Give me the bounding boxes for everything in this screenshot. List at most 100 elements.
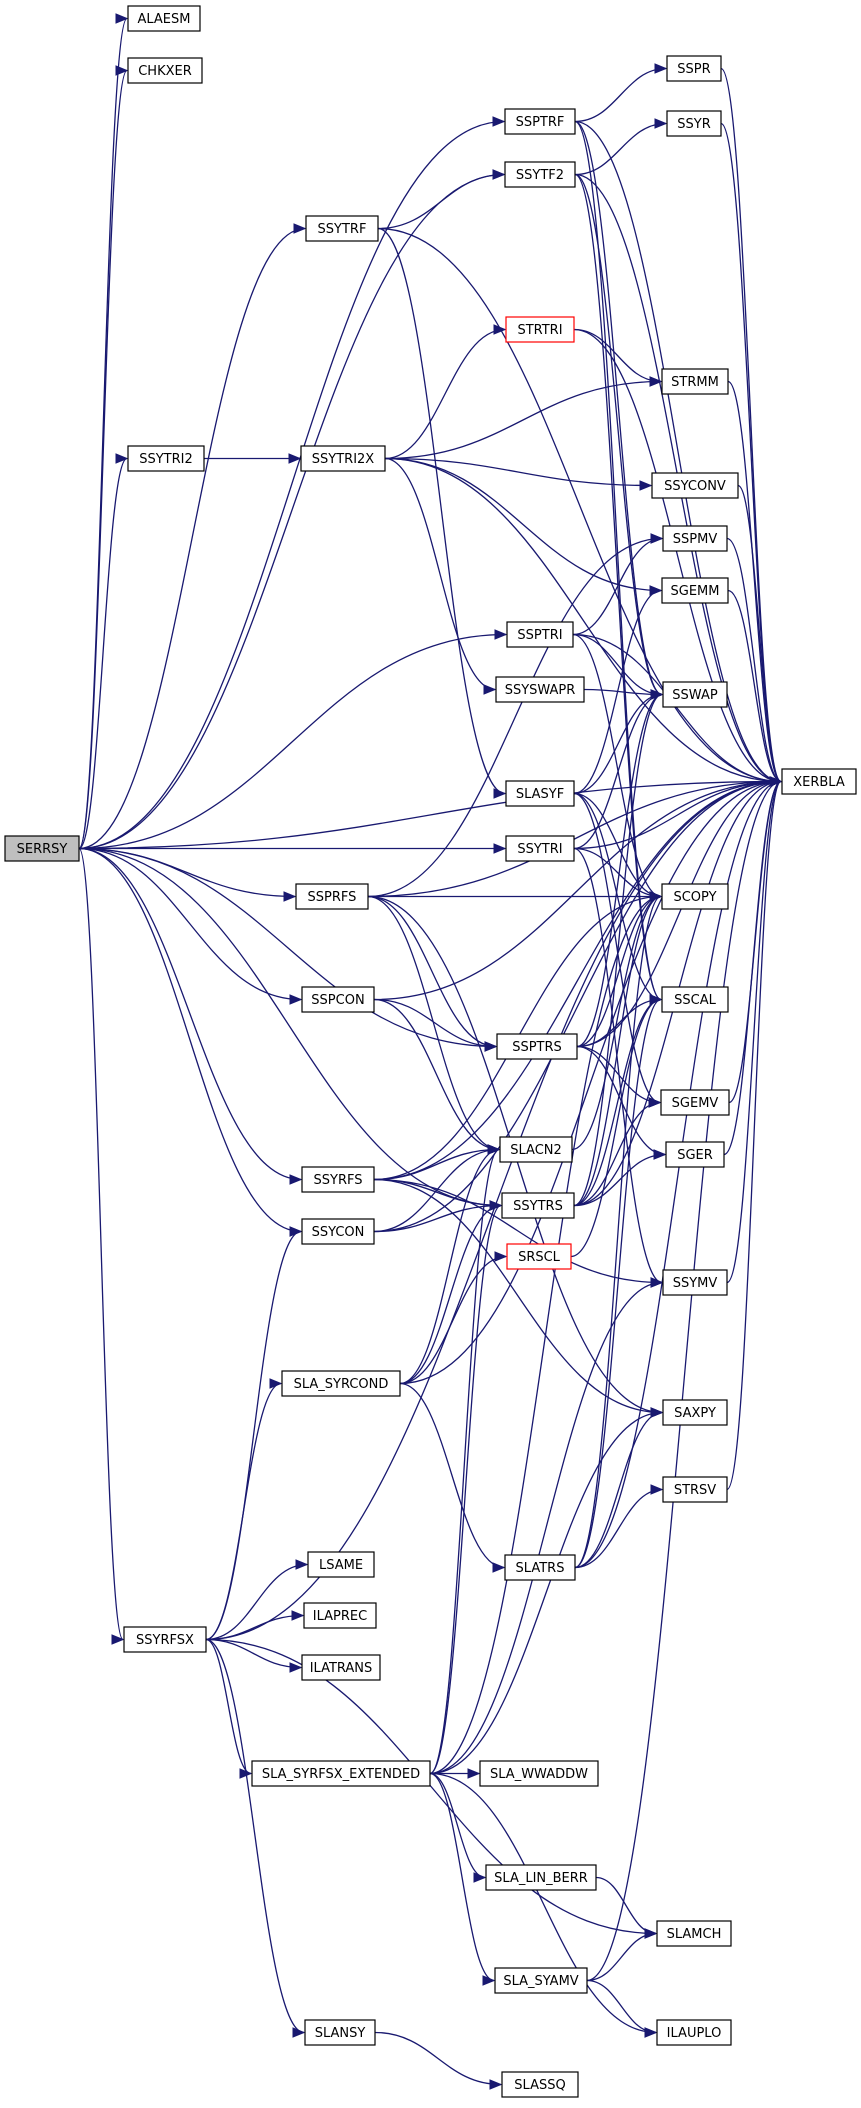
arrowhead-icon — [650, 1484, 664, 1495]
edge-sla-syrfsx-extended-to-sla-lin-berr — [429, 1772, 487, 1883]
node-label: CHKXER — [138, 64, 192, 79]
node-srscl[interactable]: SRSCL — [506, 1243, 572, 1270]
node-slasyf[interactable]: SLASYF — [505, 780, 575, 807]
node-scopy[interactable]: SCOPY — [661, 883, 729, 910]
node-label: SSYMV — [673, 1276, 718, 1291]
node-ilaprec[interactable]: ILAPREC — [303, 1602, 377, 1629]
node-ssptri[interactable]: SSPTRI — [506, 621, 574, 648]
arrowhead-icon — [493, 788, 507, 799]
node-slassq[interactable]: SLASSQ — [501, 2071, 579, 2098]
node-box — [656, 1920, 732, 1947]
node-label: SSYTRI — [517, 842, 562, 857]
node-box — [651, 472, 739, 499]
node-label: SSYRFS — [314, 1173, 363, 1188]
node-ssytrs[interactable]: SSYTRS — [501, 1192, 575, 1219]
node-sla-wwaddw[interactable]: SLA_WWADDW — [479, 1760, 599, 1787]
edge-serrsy-to-ssytrs — [78, 847, 503, 1211]
edge-serrsy-to-ssyrfsx — [78, 847, 125, 1645]
node-sgemv[interactable]: SGEMV — [660, 1089, 730, 1116]
node-xerbla[interactable]: XERBLA — [781, 768, 857, 795]
node-box — [662, 1476, 728, 1503]
node-box — [666, 55, 722, 82]
node-box — [295, 883, 369, 910]
node-slansy[interactable]: SLANSY — [304, 2019, 376, 2046]
node-ssyrfsx[interactable]: SSYRFSX — [123, 1626, 207, 1653]
arrowhead-icon — [493, 843, 507, 854]
node-ssyswapr[interactable]: SSYSWAPR — [495, 676, 585, 703]
edge-sla-syrfsx-extended-to-sla-syamv — [429, 1772, 496, 1986]
node-strsv[interactable]: STRSV — [662, 1476, 728, 1503]
edges-layer — [78, 13, 783, 2090]
node-slamch[interactable]: SLAMCH — [656, 1920, 732, 1947]
node-ssptrf[interactable]: SSPTRF — [504, 108, 576, 135]
node-box — [662, 1399, 728, 1426]
node-ilauplo[interactable]: ILAUPLO — [656, 2019, 732, 2046]
node-sscal[interactable]: SSCAL — [661, 986, 729, 1013]
node-box — [496, 1033, 578, 1060]
arrowhead-icon — [292, 2027, 306, 2038]
node-strmm[interactable]: STRMM — [661, 368, 729, 395]
node-ssyr[interactable]: SSYR — [666, 110, 722, 137]
arrowhead-icon — [769, 776, 783, 787]
node-ssycon[interactable]: SSYCON — [301, 1218, 375, 1245]
node-label: SSYRFSX — [136, 1633, 194, 1648]
arrowhead-icon — [269, 1378, 283, 1389]
node-label: SSPTRS — [512, 1040, 562, 1055]
node-serrsy[interactable]: SERRSY — [4, 835, 80, 862]
edge-slatrs-to-strsv — [574, 1484, 664, 1569]
node-slacn2[interactable]: SLACN2 — [499, 1136, 573, 1163]
node-box — [303, 1602, 377, 1629]
node-ssyrfs[interactable]: SSYRFS — [301, 1166, 375, 1193]
edge-serrsy-to-ssytri2 — [78, 453, 129, 850]
node-sgemm[interactable]: SGEMM — [661, 577, 729, 604]
node-sspcon[interactable]: SSPCON — [301, 986, 375, 1013]
node-box — [307, 1551, 375, 1578]
node-ssytri2x[interactable]: SSYTRI2X — [300, 445, 386, 472]
edge-sla-syrcond-to-slatrs — [399, 1382, 506, 1573]
edge-ssptri-to-scopy — [572, 633, 663, 902]
node-box — [301, 1218, 375, 1245]
node-sla-syamv[interactable]: SLA_SYAMV — [494, 1967, 588, 1994]
node-label: SLA_LIN_BERR — [494, 1871, 588, 1886]
node-ssyconv[interactable]: SSYCONV — [651, 472, 739, 499]
node-label: SLASSQ — [514, 2078, 565, 2093]
node-box — [656, 2019, 732, 2046]
node-ssymv[interactable]: SSYMV — [662, 1269, 728, 1296]
node-sger[interactable]: SGER — [665, 1141, 725, 1168]
node-ssytrf[interactable]: SSYTRF — [305, 215, 379, 242]
node-sla-syrfsx-extended[interactable]: SLA_SYRFSX_EXTENDED — [251, 1760, 431, 1787]
node-sla-syrcond[interactable]: SLA_SYRCOND — [281, 1370, 401, 1397]
node-ssprfs[interactable]: SSPRFS — [295, 883, 369, 910]
node-sspmv[interactable]: SSPMV — [662, 525, 728, 552]
node-label: SSPRFS — [308, 890, 357, 905]
node-box — [501, 2071, 579, 2098]
node-label: SLASYF — [516, 787, 564, 802]
node-sswap[interactable]: SSWAP — [662, 681, 728, 708]
arrowhead-icon — [467, 1768, 481, 1779]
node-strtri[interactable]: STRTRI — [505, 316, 575, 343]
node-label: SSYTRI2 — [139, 452, 193, 467]
node-label: SSWAP — [672, 688, 718, 703]
edge-ssytrf-to-ssytf2 — [377, 169, 506, 230]
node-lsame[interactable]: LSAME — [307, 1551, 375, 1578]
node-slatrs[interactable]: SLATRS — [504, 1554, 576, 1581]
node-saxpy[interactable]: SAXPY — [662, 1399, 728, 1426]
edge-serrsy-to-ssptri — [78, 629, 508, 850]
arrowhead-icon — [492, 169, 506, 180]
node-label: SRSCL — [518, 1250, 561, 1265]
node-ssptrs[interactable]: SSPTRS — [496, 1033, 578, 1060]
node-ssytri2[interactable]: SSYTRI2 — [127, 445, 205, 472]
node-box — [281, 1370, 401, 1397]
edge-serrsy-to-ssyrfs — [78, 847, 303, 1185]
node-box — [300, 445, 386, 472]
node-label: SSPTRF — [516, 115, 565, 130]
node-ssytf2[interactable]: SSYTF2 — [504, 161, 576, 188]
node-alaesm[interactable]: ALAESM — [127, 5, 201, 32]
node-chkxer[interactable]: CHKXER — [127, 57, 203, 84]
node-sspr[interactable]: SSPR — [666, 55, 722, 82]
edge-sspr-to-xerbla — [720, 67, 783, 787]
node-label: SLA_SYAMV — [503, 1974, 578, 1989]
node-ssytri[interactable]: SSYTRI — [505, 835, 575, 862]
node-sla-lin-berr[interactable]: SLA_LIN_BERR — [485, 1864, 597, 1891]
node-ilatrans[interactable]: ILATRANS — [301, 1654, 381, 1681]
